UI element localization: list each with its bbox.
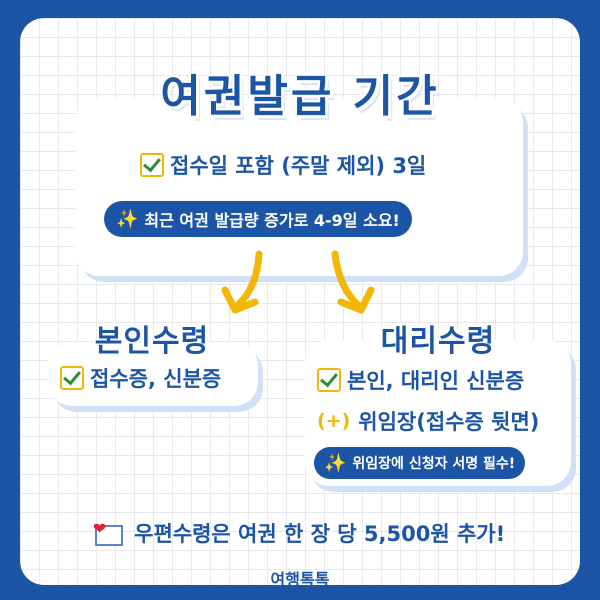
checkbox-icon <box>317 368 341 392</box>
heart-icon: ❤ <box>92 518 107 538</box>
top-check-line: 접수일 포함 (주말 제외) 3일 <box>140 150 426 180</box>
right-plus-text: 위임장(접수증 뒷면) <box>358 410 540 434</box>
right-heading: 대리수령 <box>380 324 496 359</box>
top-check-text: 접수일 포함 (주말 제외) 3일 <box>170 154 427 178</box>
top-notice-pill: ✨ 최근 여권 발급량 증가로 4-9일 소요! <box>104 201 412 237</box>
page-title: 여권발급 기간 <box>160 71 440 122</box>
right-notice-text: 위임장에 신청자 서명 필수! <box>352 456 516 472</box>
right-check-line: 본인, 대리인 신분증 <box>317 365 524 395</box>
top-card <box>75 98 523 276</box>
arrow-right-icon <box>331 250 375 314</box>
sparkle-icon: ✨ <box>116 208 139 230</box>
left-check-line: 접수증, 신분증 <box>60 363 221 393</box>
checkbox-icon <box>140 153 164 177</box>
sparkle-icon: ✨ <box>324 452 347 474</box>
footer-note-text: 우편수령은 여권 한 장 당 5,500원 추가! <box>134 522 506 546</box>
right-plus-line: (+) 위임장(접수증 뒷면) <box>317 406 539 436</box>
right-check-text: 본인, 대리인 신분증 <box>347 369 525 393</box>
envelope-icon: ❤ <box>93 519 123 546</box>
checkbox-icon <box>60 366 84 390</box>
arrow-left-icon <box>221 250 263 314</box>
left-heading: 본인수령 <box>94 324 210 359</box>
right-notice-pill: ✨ 위임장에 신청자 서명 필수! <box>314 447 526 479</box>
left-check-text: 접수증, 신분증 <box>90 367 222 391</box>
top-notice-text: 최근 여권 발급량 증가로 4-9일 소요! <box>144 211 400 230</box>
logo-text: 여행톡톡 <box>270 570 330 589</box>
footer-note: ❤ 우편수령은 여권 한 장 당 5,500원 추가! <box>0 518 600 548</box>
plus-icon: (+) <box>317 410 351 432</box>
brand-logo: 여행톡톡 <box>0 566 600 590</box>
